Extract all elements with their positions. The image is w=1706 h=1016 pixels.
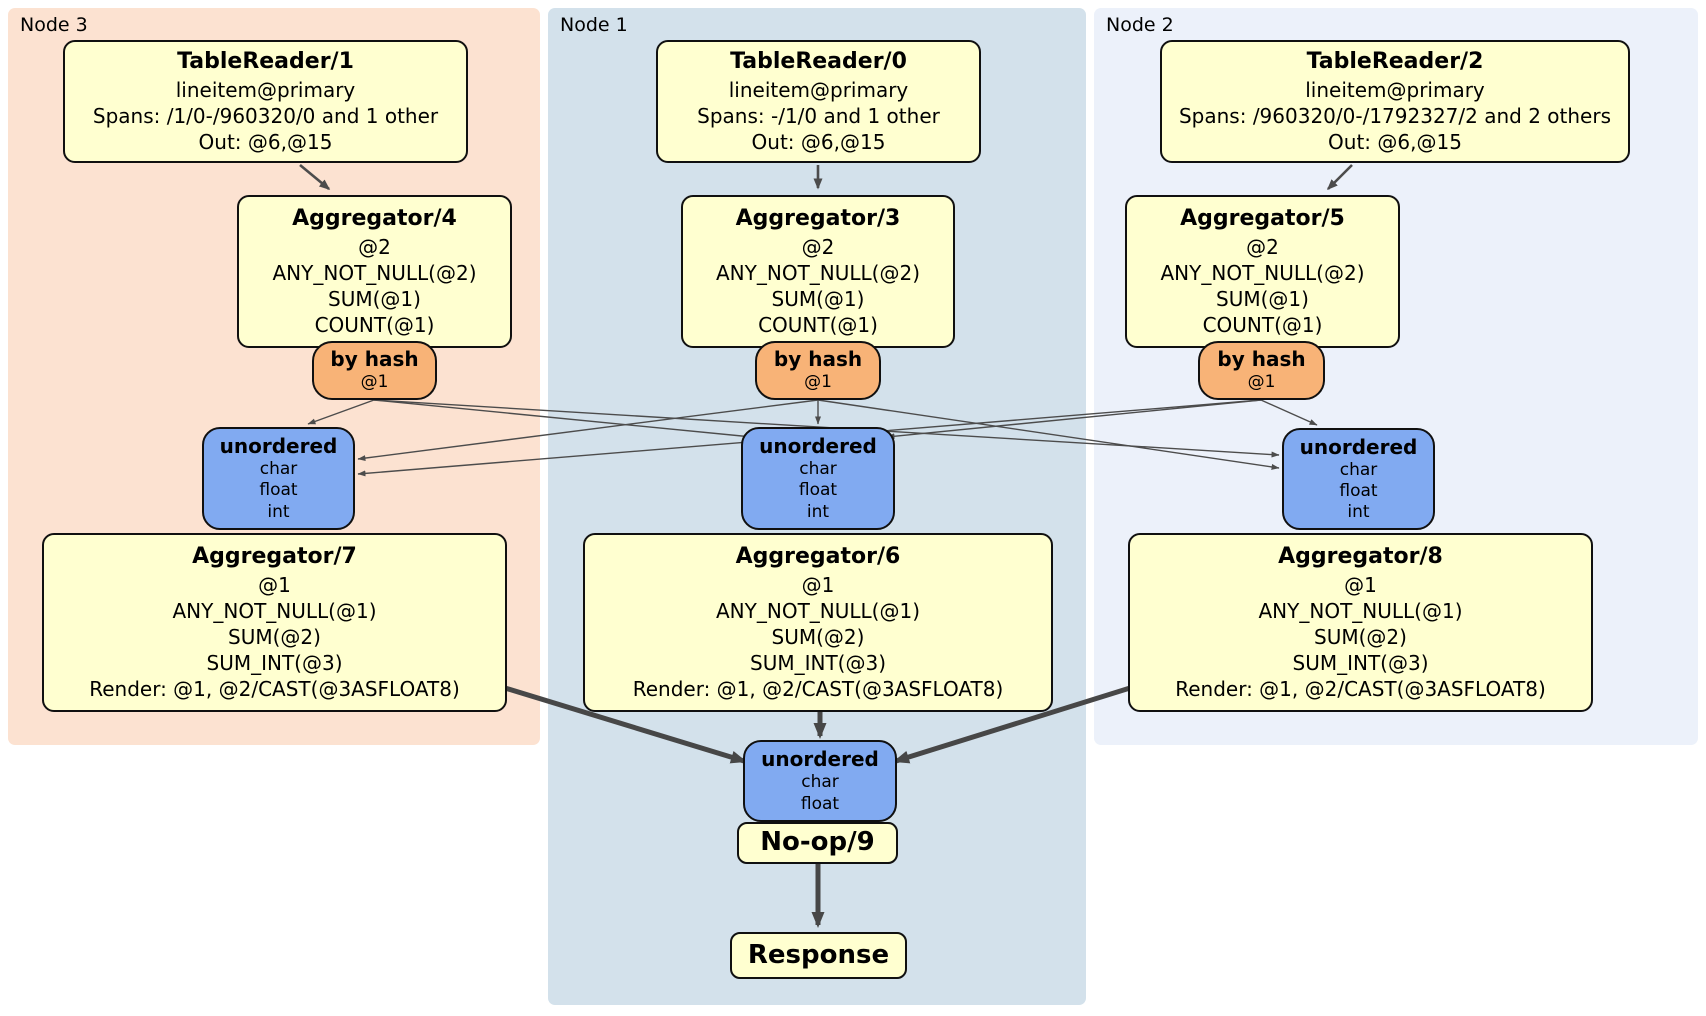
node-title: TableReader/2	[1306, 49, 1484, 75]
node-line: SUM(@2)	[228, 624, 321, 649]
node-line: SUM(@1)	[771, 286, 865, 311]
hash-router-right-chip: by hash @1	[1198, 341, 1325, 400]
node-line: SUM_INT(@3)	[206, 650, 343, 675]
aggregator-4-node: Aggregator/4 @2 ANY_NOT_NULL(@2) SUM(@1)…	[237, 195, 512, 348]
chip-title: by hash	[330, 347, 419, 372]
node-title: TableReader/1	[177, 49, 354, 75]
node-title: Aggregator/4	[292, 206, 457, 232]
chip-line: @1	[360, 372, 389, 393]
node2-panel-label: Node 2	[1106, 14, 1174, 36]
chip-title: unordered	[1299, 434, 1418, 459]
aggregator-3-node: Aggregator/3 @2 ANY_NOT_NULL(@2) SUM(@1)…	[681, 195, 955, 348]
node-line: @2	[801, 234, 835, 259]
chip-line: char	[801, 772, 839, 793]
node-line: Spans: -/1/0 and 1 other	[697, 103, 940, 128]
aggregator-8-node: Aggregator/8 @1 ANY_NOT_NULL(@1) SUM(@2)…	[1128, 533, 1593, 712]
node-line: lineitem@primary	[1305, 77, 1485, 102]
node-line: COUNT(@1)	[758, 312, 878, 337]
chip-title: unordered	[759, 434, 877, 459]
node-line: COUNT(@1)	[314, 312, 435, 337]
node-line: @1	[1344, 572, 1377, 597]
chip-line: float	[1339, 480, 1378, 501]
aggregator-6-node: Aggregator/6 @1 ANY_NOT_NULL(@1) SUM(@2)…	[583, 533, 1053, 712]
unordered-sync-final-chip: unordered char float	[743, 740, 897, 822]
unordered-sync-left-chip: unordered char float int	[202, 427, 355, 530]
node-line: Out: @6,@15	[1328, 129, 1462, 154]
chip-title: by hash	[1217, 347, 1306, 372]
node-line: Render: @1, @2/CAST(@3ASFLOAT8)	[89, 676, 460, 701]
node-title: Aggregator/6	[735, 544, 901, 570]
hash-router-center-chip: by hash @1	[755, 341, 881, 400]
tablereader-0-node: TableReader/0 lineitem@primary Spans: -/…	[656, 40, 981, 163]
aggregator-7-node: Aggregator/7 @1 ANY_NOT_NULL(@1) SUM(@2)…	[42, 533, 507, 712]
node-line: lineitem@primary	[728, 77, 909, 102]
node-line: SUM(@1)	[1216, 286, 1309, 311]
node-line: SUM_INT(@3)	[1292, 650, 1429, 675]
node-line: SUM(@2)	[1314, 624, 1407, 649]
node-title: Aggregator/7	[192, 544, 357, 570]
node-line: ANY_NOT_NULL(@2)	[272, 260, 477, 285]
node-title: Aggregator/5	[1180, 206, 1345, 232]
chip-line: char	[799, 459, 837, 480]
chip-title: unordered	[761, 747, 879, 772]
node-line: Spans: /1/0-/960320/0 and 1 other	[92, 103, 439, 128]
node3-panel-label: Node 3	[20, 14, 88, 36]
node-title: No-op/9	[760, 827, 875, 858]
node-line: ANY_NOT_NULL(@1)	[1258, 598, 1463, 623]
node-line: ANY_NOT_NULL(@1)	[716, 598, 920, 623]
node-line: @2	[358, 234, 391, 259]
node-line: Render: @1, @2/CAST(@3ASFLOAT8)	[632, 676, 1004, 701]
chip-line: @1	[804, 372, 832, 393]
hash-router-left-chip: by hash @1	[312, 341, 437, 400]
response-node: Response	[730, 932, 907, 979]
node-line: ANY_NOT_NULL(@2)	[1160, 260, 1365, 285]
node-line: Out: @6,@15	[198, 129, 333, 154]
node-line: @1	[258, 572, 291, 597]
unordered-sync-center-chip: unordered char float int	[741, 427, 895, 530]
node-title: Aggregator/3	[735, 206, 901, 232]
node-line: Spans: /960320/0-/1792327/2 and 2 others	[1178, 103, 1611, 128]
chip-line: float	[800, 793, 840, 814]
noop-9-node: No-op/9	[737, 822, 898, 864]
node-line: @2	[1246, 234, 1279, 259]
chip-line: float	[259, 480, 298, 501]
node-title: TableReader/0	[730, 49, 907, 75]
node-line: ANY_NOT_NULL(@1)	[172, 598, 377, 623]
unordered-sync-right-chip: unordered char float int	[1282, 428, 1435, 530]
chip-line: int	[806, 501, 830, 522]
node-line: lineitem@primary	[175, 77, 356, 102]
node-line: @1	[801, 572, 835, 597]
chip-line: int	[1347, 502, 1370, 523]
node-line: COUNT(@1)	[1202, 312, 1323, 337]
tablereader-1-node: TableReader/1 lineitem@primary Spans: /1…	[63, 40, 468, 163]
node-line: SUM(@2)	[771, 624, 865, 649]
node-title: Response	[747, 939, 890, 970]
chip-line: float	[798, 480, 838, 501]
tablereader-2-node: TableReader/2 lineitem@primary Spans: /9…	[1160, 40, 1630, 163]
node-line: SUM(@1)	[328, 286, 421, 311]
chip-line: @1	[1247, 372, 1276, 393]
chip-line: int	[267, 501, 290, 522]
chip-line: char	[1339, 459, 1378, 480]
chip-title: unordered	[219, 434, 338, 459]
node-title: Aggregator/8	[1278, 544, 1443, 570]
node-line: Render: @1, @2/CAST(@3ASFLOAT8)	[1175, 676, 1546, 701]
chip-line: char	[259, 459, 298, 480]
node1-panel-label: Node 1	[560, 14, 628, 36]
node-line: ANY_NOT_NULL(@2)	[716, 260, 920, 285]
aggregator-5-node: Aggregator/5 @2 ANY_NOT_NULL(@2) SUM(@1)…	[1125, 195, 1400, 348]
node-line: Out: @6,@15	[751, 129, 886, 154]
chip-title: by hash	[773, 347, 863, 372]
node-line: SUM_INT(@3)	[750, 650, 886, 675]
